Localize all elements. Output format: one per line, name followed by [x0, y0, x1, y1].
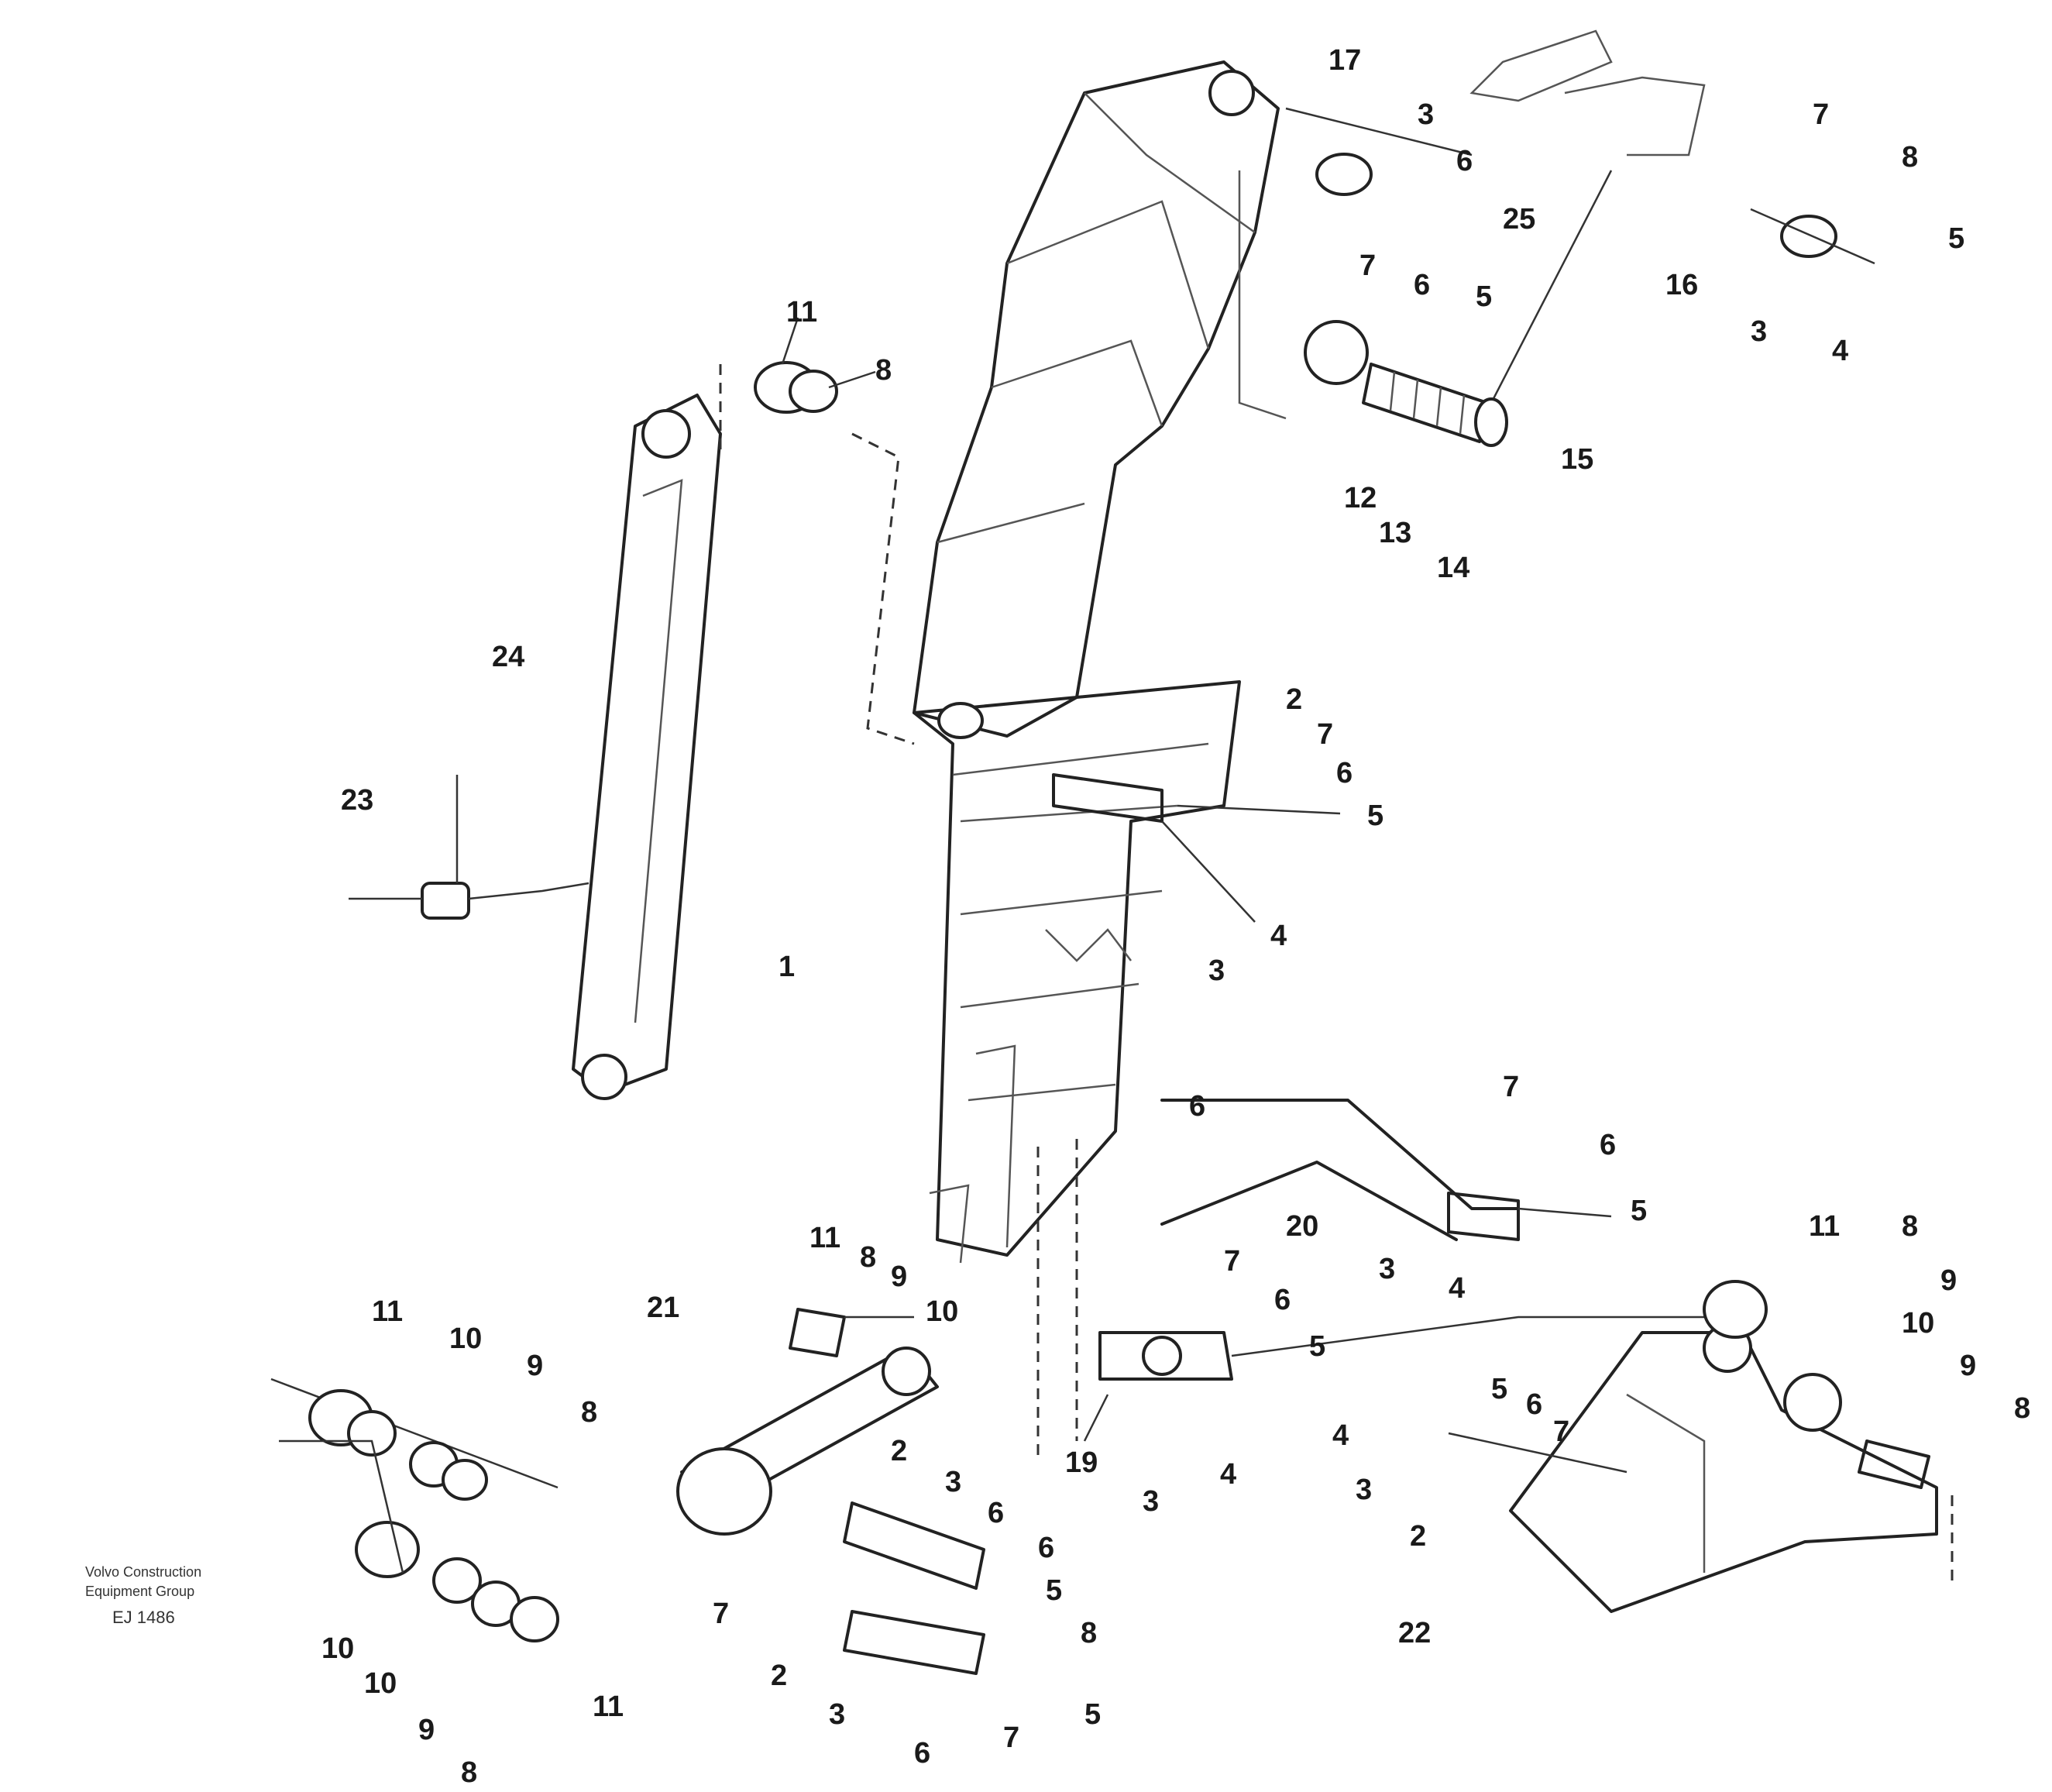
pin-group-20 [1160, 1099, 1612, 1241]
callout-8: 8 [1902, 1210, 1918, 1243]
callout-10: 10 [926, 1295, 958, 1328]
callout-9: 9 [1960, 1350, 1976, 1382]
callout-7: 7 [1813, 98, 1829, 131]
callout-24: 24 [492, 641, 524, 673]
callout-6: 6 [1600, 1129, 1616, 1161]
callout-3: 3 [1418, 98, 1434, 131]
callout-4: 4 [1220, 1458, 1236, 1491]
callout-6: 6 [1274, 1284, 1291, 1316]
callout-17: 17 [1328, 44, 1361, 77]
callout-6: 6 [1526, 1388, 1542, 1421]
callout-2: 2 [1286, 683, 1302, 716]
callout-2: 2 [891, 1435, 907, 1467]
callout-11: 11 [593, 1691, 624, 1723]
callout-22: 22 [1398, 1617, 1431, 1649]
callout-10: 10 [449, 1323, 482, 1355]
callout-14: 14 [1437, 552, 1469, 584]
callout-3: 3 [1208, 954, 1225, 987]
callout-8: 8 [875, 354, 892, 387]
callout-25: 25 [1503, 203, 1535, 236]
callout-5: 5 [1367, 800, 1383, 832]
stamp-line-1: Volvo Construction [85, 1564, 201, 1580]
callout-2: 2 [771, 1660, 787, 1692]
callout-7: 7 [1224, 1245, 1240, 1278]
callout-16: 16 [1665, 269, 1698, 301]
boom-lower-section [913, 680, 1241, 1457]
callout-8: 8 [1081, 1617, 1097, 1649]
callout-7: 7 [1317, 718, 1333, 751]
callout-6: 6 [1336, 757, 1353, 789]
callout-5: 5 [1476, 280, 1492, 313]
callout-3: 3 [1379, 1253, 1395, 1285]
callout-9: 9 [1940, 1264, 1957, 1297]
stamp-code: EJ 1486 [112, 1608, 175, 1627]
callout-15: 15 [1561, 443, 1593, 476]
callout-10: 10 [364, 1667, 397, 1700]
stamp-line-2: Equipment Group [85, 1584, 194, 1599]
callout-8: 8 [860, 1241, 876, 1274]
callout-3: 3 [829, 1698, 845, 1731]
callout-7: 7 [1553, 1415, 1569, 1448]
callout-20: 20 [1286, 1210, 1318, 1243]
callout-4: 4 [1832, 335, 1848, 367]
callout-12: 12 [1344, 482, 1377, 514]
callout-13: 13 [1379, 517, 1411, 549]
callout-7: 7 [1359, 249, 1376, 282]
callout-9: 9 [527, 1350, 543, 1382]
callout-8: 8 [581, 1396, 597, 1429]
callout-8: 8 [2014, 1392, 2030, 1425]
link-21 [676, 1308, 985, 1675]
callout-8: 8 [1902, 141, 1918, 174]
callout-5: 5 [1948, 222, 1964, 255]
callout-8: 8 [461, 1756, 477, 1789]
callout-9: 9 [891, 1261, 907, 1293]
pin-group-19 [1083, 1316, 1720, 1442]
callout-19: 19 [1065, 1446, 1098, 1479]
pin-cylinder-15 [1304, 320, 1508, 447]
callout-5: 5 [1046, 1574, 1062, 1607]
callout-10: 10 [321, 1632, 354, 1665]
callout-3: 3 [1143, 1485, 1159, 1518]
callout-9: 9 [418, 1714, 435, 1746]
callout-10: 10 [1902, 1307, 1934, 1340]
callout-4: 4 [1449, 1272, 1465, 1305]
callout-5: 5 [1491, 1373, 1507, 1405]
callout-6: 6 [1038, 1532, 1054, 1564]
callout-6: 6 [1456, 145, 1473, 177]
callout-11: 11 [1809, 1210, 1840, 1243]
callout-7: 7 [1503, 1071, 1519, 1103]
callout-5: 5 [1631, 1195, 1647, 1227]
callout-11: 11 [372, 1295, 403, 1328]
top-right-link [1285, 29, 1875, 411]
fitting-23 [349, 775, 589, 920]
callout-5: 5 [1084, 1698, 1101, 1731]
callout-21: 21 [647, 1292, 679, 1324]
callout-6: 6 [1414, 269, 1430, 301]
callout-3: 3 [945, 1466, 961, 1498]
boom-upper-section [913, 60, 1287, 738]
callout-6: 6 [1189, 1090, 1205, 1123]
callout-7: 7 [1003, 1721, 1019, 1754]
callout-5: 5 [1309, 1330, 1325, 1363]
callout-6: 6 [914, 1737, 930, 1770]
callout-4: 4 [1332, 1419, 1349, 1452]
center-pin-group [937, 702, 1341, 923]
callout-3: 3 [1751, 315, 1767, 348]
callout-11: 11 [786, 296, 817, 328]
callout-2: 2 [1410, 1520, 1426, 1553]
callout-4: 4 [1270, 920, 1287, 952]
arm-cylinder [572, 364, 915, 1100]
callout-1: 1 [779, 951, 795, 983]
reference-stamp: Volvo Construction Equipment Group EJ 14… [85, 1564, 201, 1627]
callout-3: 3 [1356, 1474, 1372, 1506]
bottom-left-pin-group [270, 1378, 559, 1642]
callout-labels: 17 3 6 7 6 5 25 7 8 5 16 3 4 11 8 15 12 … [321, 44, 2030, 1789]
pin-assembly-top [754, 317, 876, 414]
bucket-assembly [1448, 1280, 1954, 1613]
callout-7: 7 [713, 1598, 729, 1630]
callout-23: 23 [341, 784, 373, 817]
callout-6: 6 [988, 1497, 1004, 1529]
callout-11: 11 [809, 1222, 840, 1254]
